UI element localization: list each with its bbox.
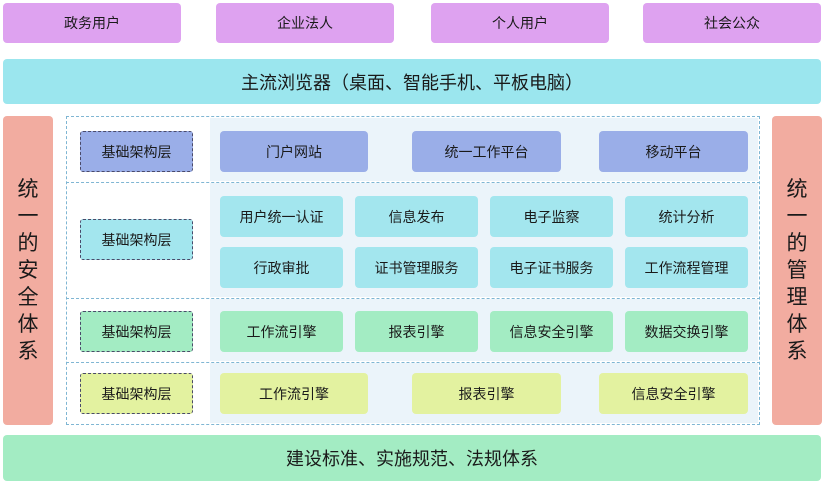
security-system-label: 统一的安全体系 [17, 177, 39, 363]
management-system-bar: 统一的管理体系 [772, 116, 822, 425]
e-supervision-box: 电子监察 [490, 196, 613, 237]
workflow-engine-box: 工作流引擎 [220, 373, 368, 414]
data-exchange-engine-box: 数据交换引擎 [625, 311, 748, 352]
layer-divider [66, 362, 760, 363]
layer-1-label: 基础架构层 [80, 131, 193, 172]
unified-work-platform-box: 统一工作平台 [412, 131, 561, 172]
security-system-bar: 统一的安全体系 [3, 116, 53, 425]
standards-bar: 建设标准、实施规范、法规体系 [3, 435, 821, 481]
layer-2-label: 基础架构层 [80, 219, 193, 260]
management-system-label: 统一的管理体系 [786, 177, 808, 363]
user-box-individual: 个人用户 [431, 3, 609, 43]
user-box-government: 政务用户 [3, 3, 181, 43]
security-engine-box: 信息安全引擎 [599, 373, 748, 414]
user-authentication-box: 用户统一认证 [220, 196, 343, 237]
browser-bar: 主流浏览器（桌面、智能手机、平板电脑） [3, 59, 821, 104]
report-engine-box: 报表引擎 [412, 373, 561, 414]
statistics-box: 统计分析 [625, 196, 748, 237]
certificate-management-box: 证书管理服务 [355, 247, 478, 288]
workflow-engine-box: 工作流引擎 [220, 311, 343, 352]
portal-website-box: 门户网站 [220, 131, 368, 172]
layer-3-label: 基础架构层 [80, 311, 193, 352]
layer-divider [66, 182, 760, 183]
report-engine-box: 报表引擎 [355, 311, 478, 352]
workflow-management-box: 工作流程管理 [625, 247, 748, 288]
mobile-platform-box: 移动平台 [599, 131, 748, 172]
layer-4-label: 基础架构层 [80, 373, 193, 414]
architecture-frame [66, 116, 760, 425]
info-publishing-box: 信息发布 [355, 196, 478, 237]
security-engine-box: 信息安全引擎 [490, 311, 613, 352]
user-box-enterprise: 企业法人 [216, 3, 394, 43]
user-box-public: 社会公众 [643, 3, 821, 43]
layer-divider [66, 298, 760, 299]
admin-approval-box: 行政审批 [220, 247, 343, 288]
e-certificate-service-box: 电子证书服务 [490, 247, 613, 288]
